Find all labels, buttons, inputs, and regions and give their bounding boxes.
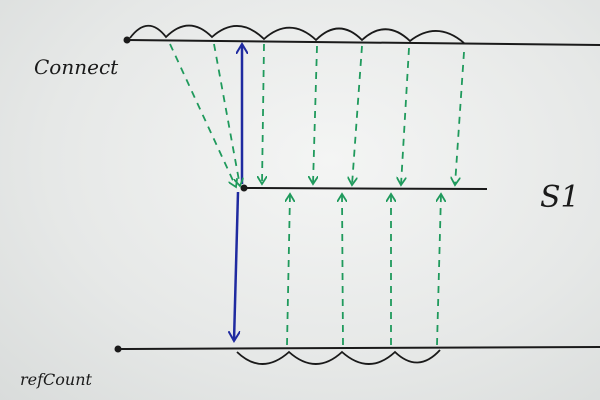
dashed-arrow-up-1 xyxy=(287,194,290,346)
dashed-arrow-down-3 xyxy=(262,43,264,184)
dashed-arrow-down-5 xyxy=(352,45,363,185)
connect-scallops xyxy=(129,24,465,44)
green-arrows-up xyxy=(287,194,441,346)
s1-label: S1 xyxy=(540,180,580,215)
dashed-arrow-up-2 xyxy=(342,194,343,346)
refcount-scallops xyxy=(236,349,441,365)
green-arrows-down xyxy=(169,43,465,187)
refcount-line xyxy=(117,346,600,350)
connect-label: Connect xyxy=(34,55,119,79)
connect-timeline xyxy=(123,24,600,46)
connect-line xyxy=(126,39,600,46)
blue-arrows xyxy=(234,44,242,341)
s1-line xyxy=(243,187,488,190)
dashed-arrow-down-4 xyxy=(313,45,317,184)
s1-timeline xyxy=(240,184,488,192)
dashed-arrow-down-1 xyxy=(169,43,236,187)
dashed-arrow-down-7 xyxy=(455,51,465,185)
refcount-timeline xyxy=(114,345,600,365)
blue-arrow-down xyxy=(234,191,238,341)
refcount-label: refCount xyxy=(20,370,93,389)
dashed-arrow-down-6 xyxy=(401,47,410,185)
dashed-arrow-down-2 xyxy=(213,43,240,186)
dashed-arrow-up-4 xyxy=(437,194,441,346)
